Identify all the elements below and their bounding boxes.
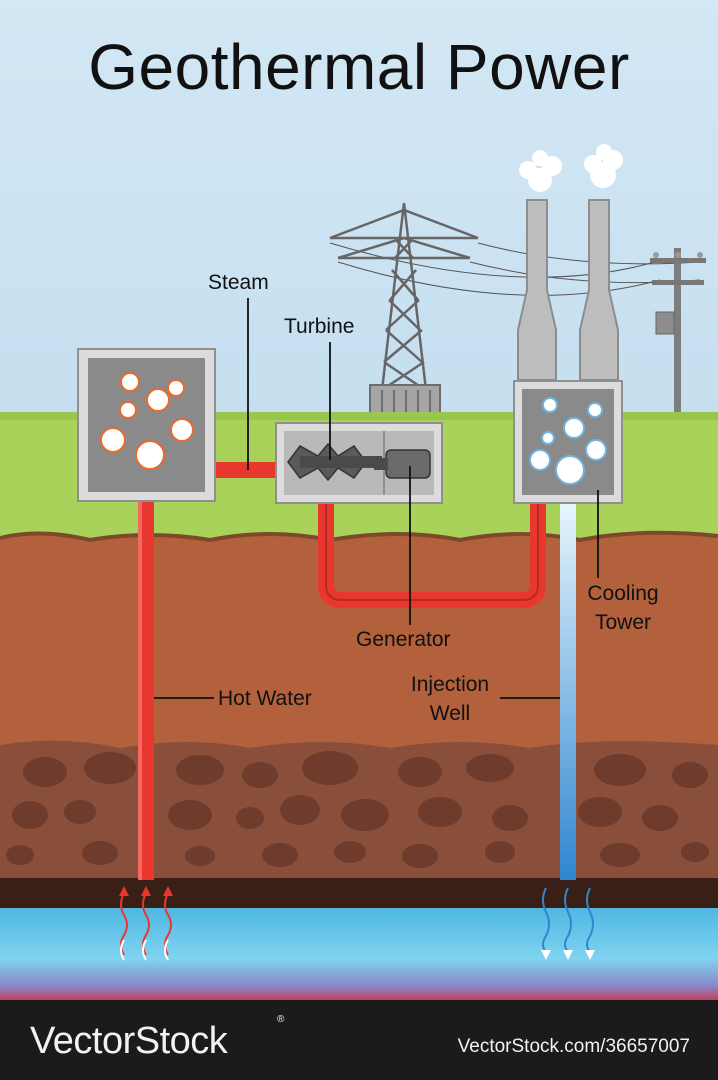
label-hot-water: Hot Water	[218, 687, 312, 710]
rising-heat-arrows	[119, 886, 173, 961]
transmission-tower	[329, 202, 479, 392]
injection-well	[560, 502, 576, 880]
bedrock-band	[0, 878, 718, 910]
generator	[385, 449, 431, 479]
utility-pole	[650, 248, 706, 418]
brand-text: VectorStock	[30, 1020, 228, 1062]
page-title: Geothermal Power	[88, 31, 630, 103]
footer-bar: VectorStock ® VectorStock.com/36657007	[0, 1000, 718, 1080]
label-injection-well: Injection Well	[404, 670, 496, 728]
label-cooling-tower: Cooling Tower	[582, 579, 664, 637]
geothermal-reservoir	[0, 908, 718, 1000]
registered-mark: ®	[277, 1014, 284, 1025]
label-steam: Steam	[208, 271, 269, 294]
rocks	[6, 751, 709, 868]
brand-logo: VectorStock ®	[30, 1014, 284, 1063]
label-generator: Generator	[356, 628, 451, 651]
geothermal-diagram	[0, 0, 718, 1000]
injection-flow-arrows	[541, 887, 595, 960]
turbine-housing	[275, 422, 443, 504]
label-cooling-line2: Tower	[594, 611, 652, 634]
steam-pipe	[214, 462, 278, 478]
separator-box	[77, 348, 216, 502]
power-lines	[329, 242, 701, 296]
leader-lines	[154, 298, 599, 699]
label-turbine: Turbine	[284, 315, 355, 338]
label-cooling-line1: Cooling	[587, 582, 659, 605]
label-injection-line2: Well	[429, 702, 471, 725]
cooling-tower-box	[513, 380, 623, 504]
image-credit: VectorStock.com/36657007	[457, 1036, 690, 1057]
label-injection-line1: Injection	[410, 673, 490, 696]
